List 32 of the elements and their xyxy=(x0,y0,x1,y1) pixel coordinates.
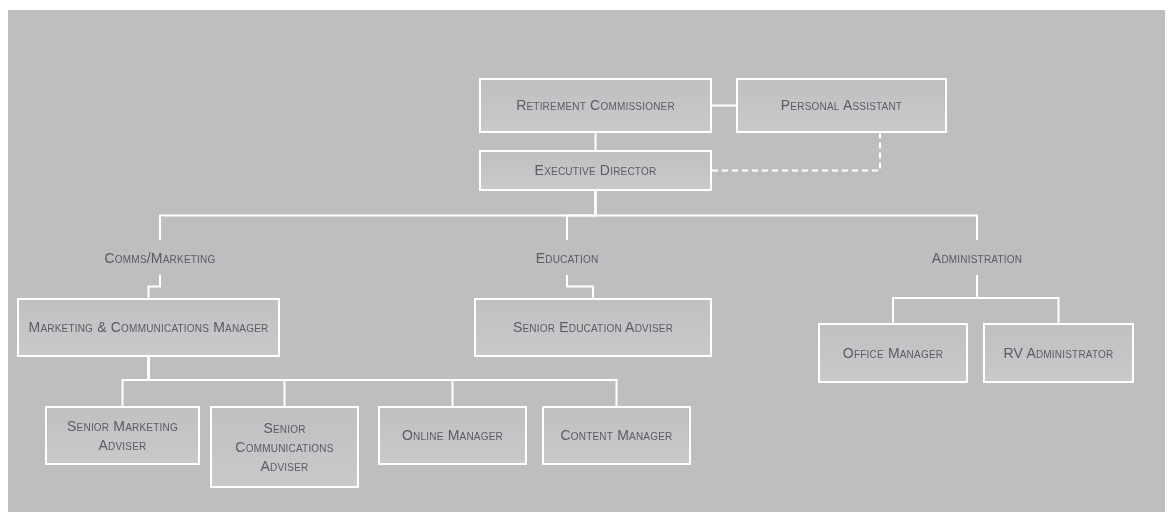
role-title: RV Administrator xyxy=(1003,343,1114,363)
role-title: Online Manager xyxy=(402,426,503,445)
role-title: Executive Director xyxy=(534,161,657,180)
connector-line xyxy=(594,190,978,241)
role-box xyxy=(983,323,1134,383)
connector-line xyxy=(147,274,161,299)
section-heading: Education xyxy=(535,248,599,268)
connector-line xyxy=(976,274,1060,324)
role-title: Personal Assistant xyxy=(780,96,903,115)
role-box xyxy=(479,150,712,191)
section-heading: Comms/Marketing xyxy=(104,248,216,268)
role-box xyxy=(17,298,280,357)
dashed-connector xyxy=(711,132,881,172)
role-box xyxy=(736,78,947,133)
role-box xyxy=(210,406,359,488)
role-title: Senior Education Adviser xyxy=(512,318,674,337)
role-box xyxy=(45,406,200,465)
role-box xyxy=(542,406,691,465)
role-title: Retirement Commissioner xyxy=(516,96,675,115)
role-box xyxy=(378,406,527,465)
role-box xyxy=(818,323,968,383)
connector-line xyxy=(594,132,597,151)
role-title: Senior Marketing Adviser xyxy=(66,416,179,455)
connector-line xyxy=(711,104,737,107)
role-box xyxy=(474,298,712,357)
role-box xyxy=(479,78,712,133)
connector-line xyxy=(566,274,594,299)
section-heading: Administration xyxy=(931,248,1023,268)
role-title: Content Manager xyxy=(560,426,673,445)
role-title: Senior Communications Adviser xyxy=(234,418,335,476)
role-title: Office Manager xyxy=(842,343,944,363)
role-title: Marketing & Communications Manager xyxy=(28,318,269,337)
